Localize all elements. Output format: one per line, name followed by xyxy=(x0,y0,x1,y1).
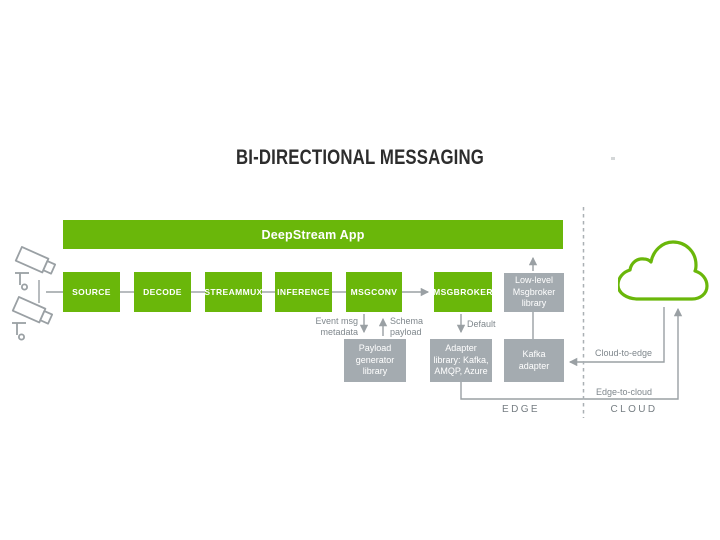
deepstream-app-bar: DeepStream App xyxy=(63,220,563,249)
kafka-adapter-box: Kafka adapter xyxy=(504,339,564,382)
diagram-title: BI-DIRECTIONAL MESSAGING xyxy=(235,146,485,169)
edge-zone-label: EDGE xyxy=(502,404,540,415)
adapter-library-box: Adapter library: Kafka, AMQP, Azure xyxy=(430,339,492,382)
cctv-camera-icon xyxy=(11,296,54,341)
cloud-to-edge-label: Cloud-to-edge xyxy=(595,348,653,358)
default-label: Default xyxy=(467,319,496,329)
pipeline-box-msgconv: MSGCONV xyxy=(346,272,402,312)
schema-payload-label: Schema payload xyxy=(390,316,424,337)
cloud-zone-label: CLOUD xyxy=(610,404,658,415)
payload-generator-library-box: Payload generator library xyxy=(344,339,406,382)
stray-mark xyxy=(611,157,615,160)
event-msg-metadata-label: Event msg metadata xyxy=(315,316,358,337)
deepstream-app-label: DeepStream App xyxy=(261,227,365,242)
cloud-icon xyxy=(618,240,709,301)
edge-to-cloud-label: Edge-to-cloud xyxy=(596,387,653,397)
pipeline-box-inference: INFERENCE xyxy=(275,272,332,312)
pipeline-box-decode: DECODE xyxy=(134,272,191,312)
low-level-msgbroker-library-box: Low-level Msgbroker library xyxy=(504,273,564,312)
cctv-camera-icon xyxy=(14,246,57,291)
pipeline-box-msgbroker: MSGBROKER xyxy=(433,272,493,312)
pipeline-box-source: SOURCE xyxy=(63,272,120,312)
pipeline-box-streammux: STREAMMUX xyxy=(204,272,262,312)
